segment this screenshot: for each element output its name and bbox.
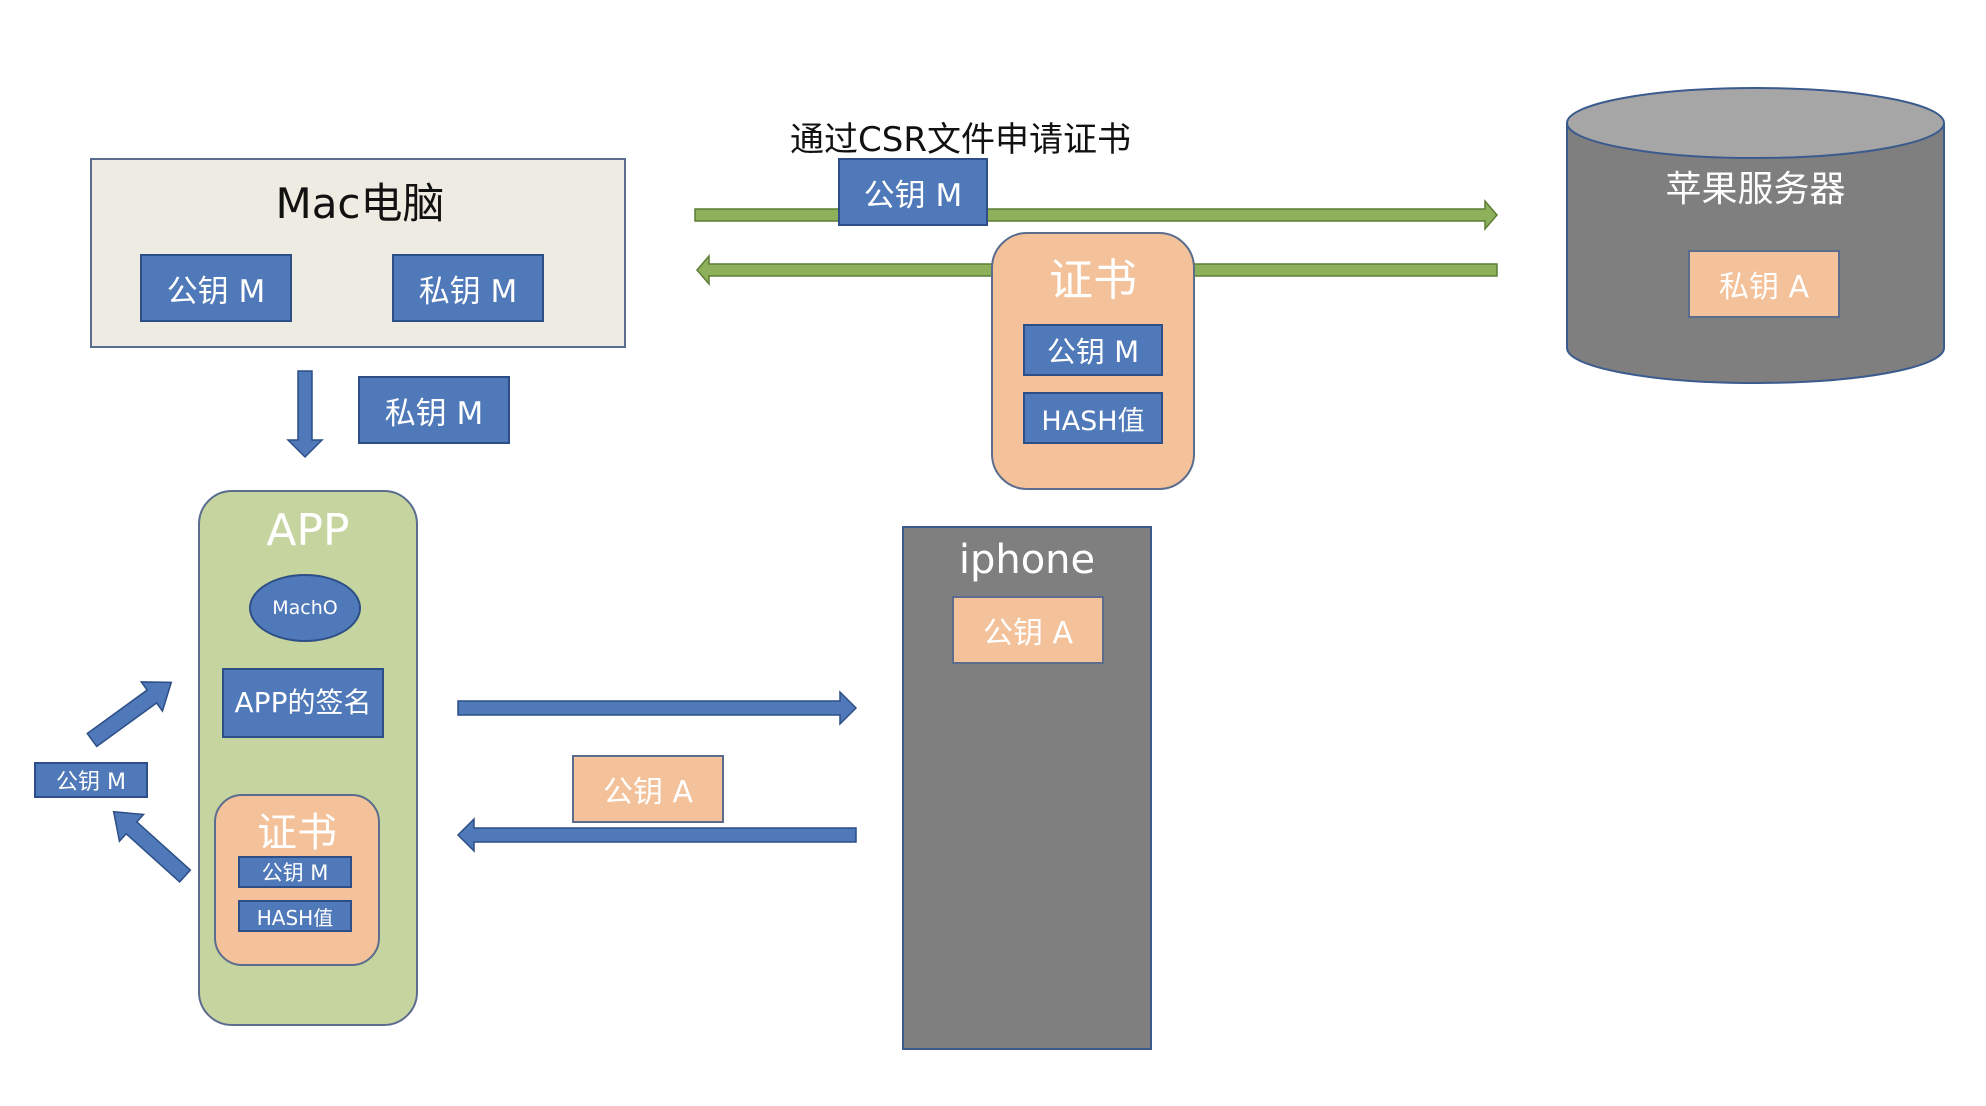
certificate-app-title: 证书 <box>257 810 337 856</box>
csr-public-key-box: 公钥 M <box>838 158 988 226</box>
certificate-top-title: 证书 <box>1049 255 1137 306</box>
app-title: APP <box>266 504 350 556</box>
csr-caption: 通过CSR文件申请证书 <box>790 120 1131 160</box>
app-to-iphone-arrow <box>457 690 858 726</box>
app-signature-box: APP的签名 <box>222 668 384 738</box>
app-panel: APP MachO APP的签名 证书 公钥 M HASH值 <box>198 490 418 1026</box>
certificate-app: 证书 公钥 M HASH值 <box>214 794 380 966</box>
server-private-key-box: 私钥 A <box>1688 250 1840 318</box>
certificate-top: 证书 公钥 M HASH值 <box>991 232 1195 490</box>
iphone-device: iphone 公钥 A <box>902 526 1152 1050</box>
private-key-down-arrow <box>286 370 324 459</box>
certificate-top-hash: HASH值 <box>1023 392 1163 444</box>
certificate-app-hash: HASH值 <box>238 900 352 932</box>
transfer-public-key-box: 公钥 A <box>572 755 724 823</box>
extract-key-arrow <box>112 810 192 884</box>
iphone-public-key-box: 公钥 A <box>952 596 1104 664</box>
mac-private-key-box: 私钥 M <box>392 254 544 322</box>
iphone-to-app-arrow <box>456 817 857 853</box>
private-key-transfer-box: 私钥 M <box>358 376 510 444</box>
csr-request-arrow <box>694 198 1498 232</box>
mac-computer-panel: Mac电脑 公钥 M 私钥 M <box>90 158 626 348</box>
side-public-key-box: 公钥 M <box>34 762 148 798</box>
server-cylinder <box>1566 87 1945 384</box>
iphone-title: iphone <box>958 537 1096 583</box>
verify-up-arrow <box>86 681 173 748</box>
server-title: 苹果服务器 <box>1665 169 1846 210</box>
certificate-top-public-key: 公钥 M <box>1023 324 1163 376</box>
mac-public-key-box: 公钥 M <box>140 254 292 322</box>
mac-title: Mac电脑 <box>275 178 445 228</box>
certificate-app-public-key: 公钥 M <box>238 856 352 888</box>
macho-ellipse: MachO <box>249 574 361 642</box>
